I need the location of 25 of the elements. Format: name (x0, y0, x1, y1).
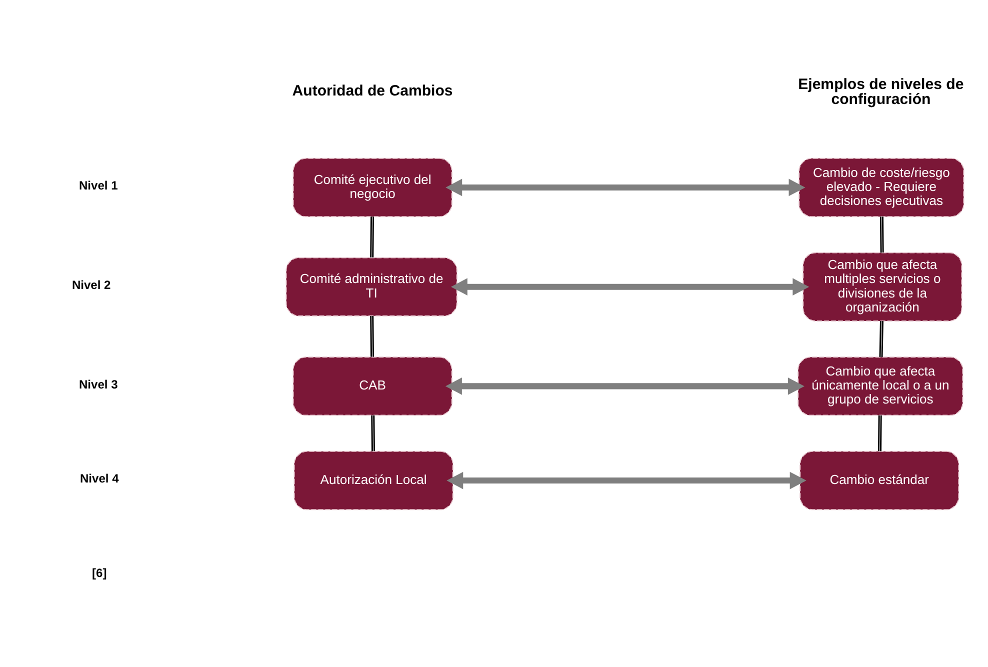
label: Nivel 3 (78, 376, 118, 391)
node-box: CAB (292, 356, 452, 416)
arrow (445, 377, 804, 394)
connector (370, 315, 374, 356)
label: Autoridad de Cambios (292, 82, 453, 100)
node-box: Autorización Local (294, 450, 454, 510)
label: Nivel 2 (72, 277, 111, 292)
node-box: Cambio estándar (800, 450, 960, 510)
arrow (446, 471, 806, 489)
label: Ejemplos de niveles de configuración (798, 76, 964, 108)
node-box: Cambio que afecta únicamente local o a un grupo de servicios (798, 356, 964, 416)
label: Nivel 4 (80, 471, 119, 486)
connector (371, 414, 375, 451)
arrow (446, 178, 806, 196)
node-box: Cambio que afecta multiples servicios o divisiones de la organización (802, 252, 962, 321)
node-box: Comité administrativo de TI (286, 256, 458, 316)
connector (370, 216, 374, 257)
label: Nivel 1 (78, 178, 118, 192)
arrow (450, 278, 810, 295)
connector (880, 216, 884, 252)
node-box: Comité ejecutivo del negocio (292, 157, 452, 217)
connector (878, 414, 882, 451)
label: [6] (92, 565, 107, 580)
connector (879, 320, 884, 357)
node-box: Cambio de coste/riesgo elevado - Requiere decisiones ejecutivas (798, 157, 964, 217)
